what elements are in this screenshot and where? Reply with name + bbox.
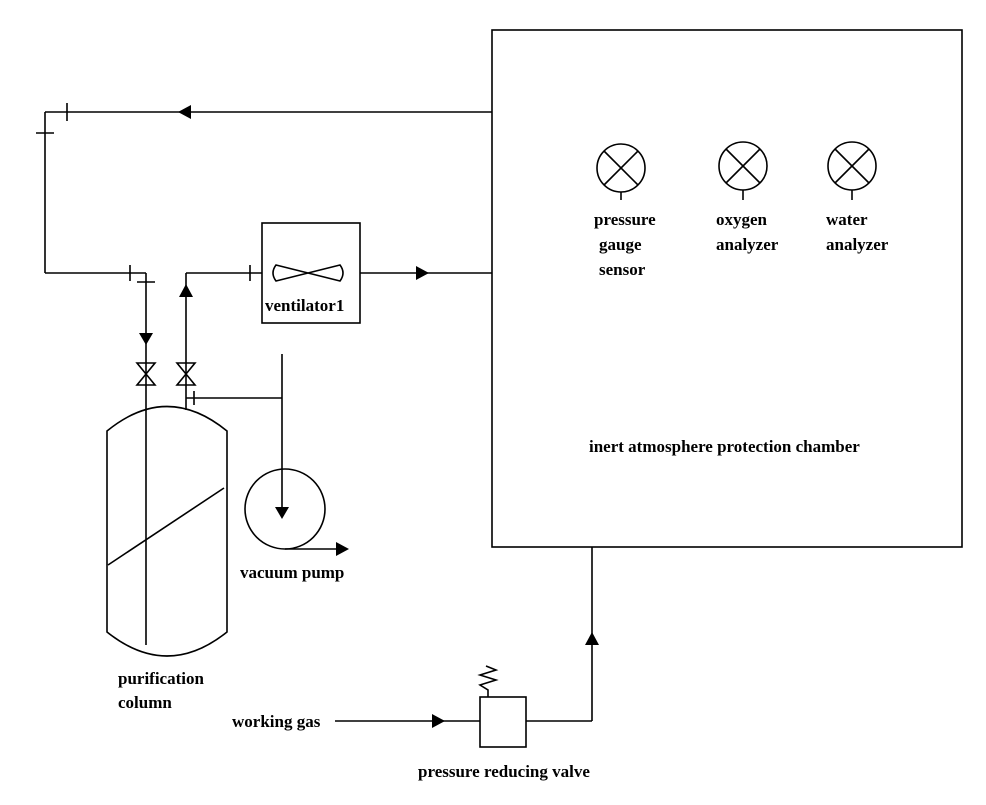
working-gas-label: working gas — [232, 712, 321, 731]
return-flow-arrow — [178, 105, 191, 119]
water-analyzer-label-2: analyzer — [826, 235, 889, 254]
vacuum-flow-arrow — [275, 507, 289, 519]
pressure-reducing-valve-label: pressure reducing valve — [418, 762, 590, 781]
pressure-sensor-label-3: sensor — [599, 260, 646, 279]
column-outlet-line — [185, 265, 262, 410]
column-packing-line — [107, 487, 225, 566]
column-outlet-arrow — [179, 284, 193, 297]
supply-line — [526, 547, 593, 722]
chamber-label: inert atmosphere protection chamber — [589, 437, 860, 456]
pressure-sensor-label-2: gauge — [599, 235, 642, 254]
purification-column-vessel — [106, 405, 228, 657]
chamber-box — [491, 29, 963, 548]
pressure-reducing-valve — [479, 696, 527, 748]
fan-icon — [272, 264, 344, 282]
oxygen-analyzer-label-2: analyzer — [716, 235, 779, 254]
column-inlet-arrow — [139, 333, 153, 345]
pressure-sensor-label-1: pressure — [594, 210, 656, 229]
working-gas-arrow — [432, 714, 445, 728]
vacuum-pump-label: vacuum pump — [240, 563, 344, 582]
water-analyzer — [827, 141, 877, 200]
oxygen-analyzer — [718, 141, 768, 200]
supply-flow-arrow — [585, 632, 599, 645]
column-label-1: purification — [118, 669, 204, 688]
column-label-2: column — [118, 693, 172, 712]
column-inlet-valve — [135, 362, 157, 386]
ventilator-label: ventilator1 — [265, 296, 344, 315]
oxygen-analyzer-label-1: oxygen — [716, 210, 768, 229]
vacuum-line — [186, 354, 283, 507]
water-analyzer-label-1: water — [826, 210, 868, 229]
pressure-gauge-sensor — [596, 143, 646, 200]
valve-spring-icon — [477, 665, 499, 697]
vacuum-exhaust-arrow — [336, 542, 349, 556]
chamber-inlet-arrow — [416, 266, 429, 280]
column-outlet-valve — [175, 362, 197, 386]
